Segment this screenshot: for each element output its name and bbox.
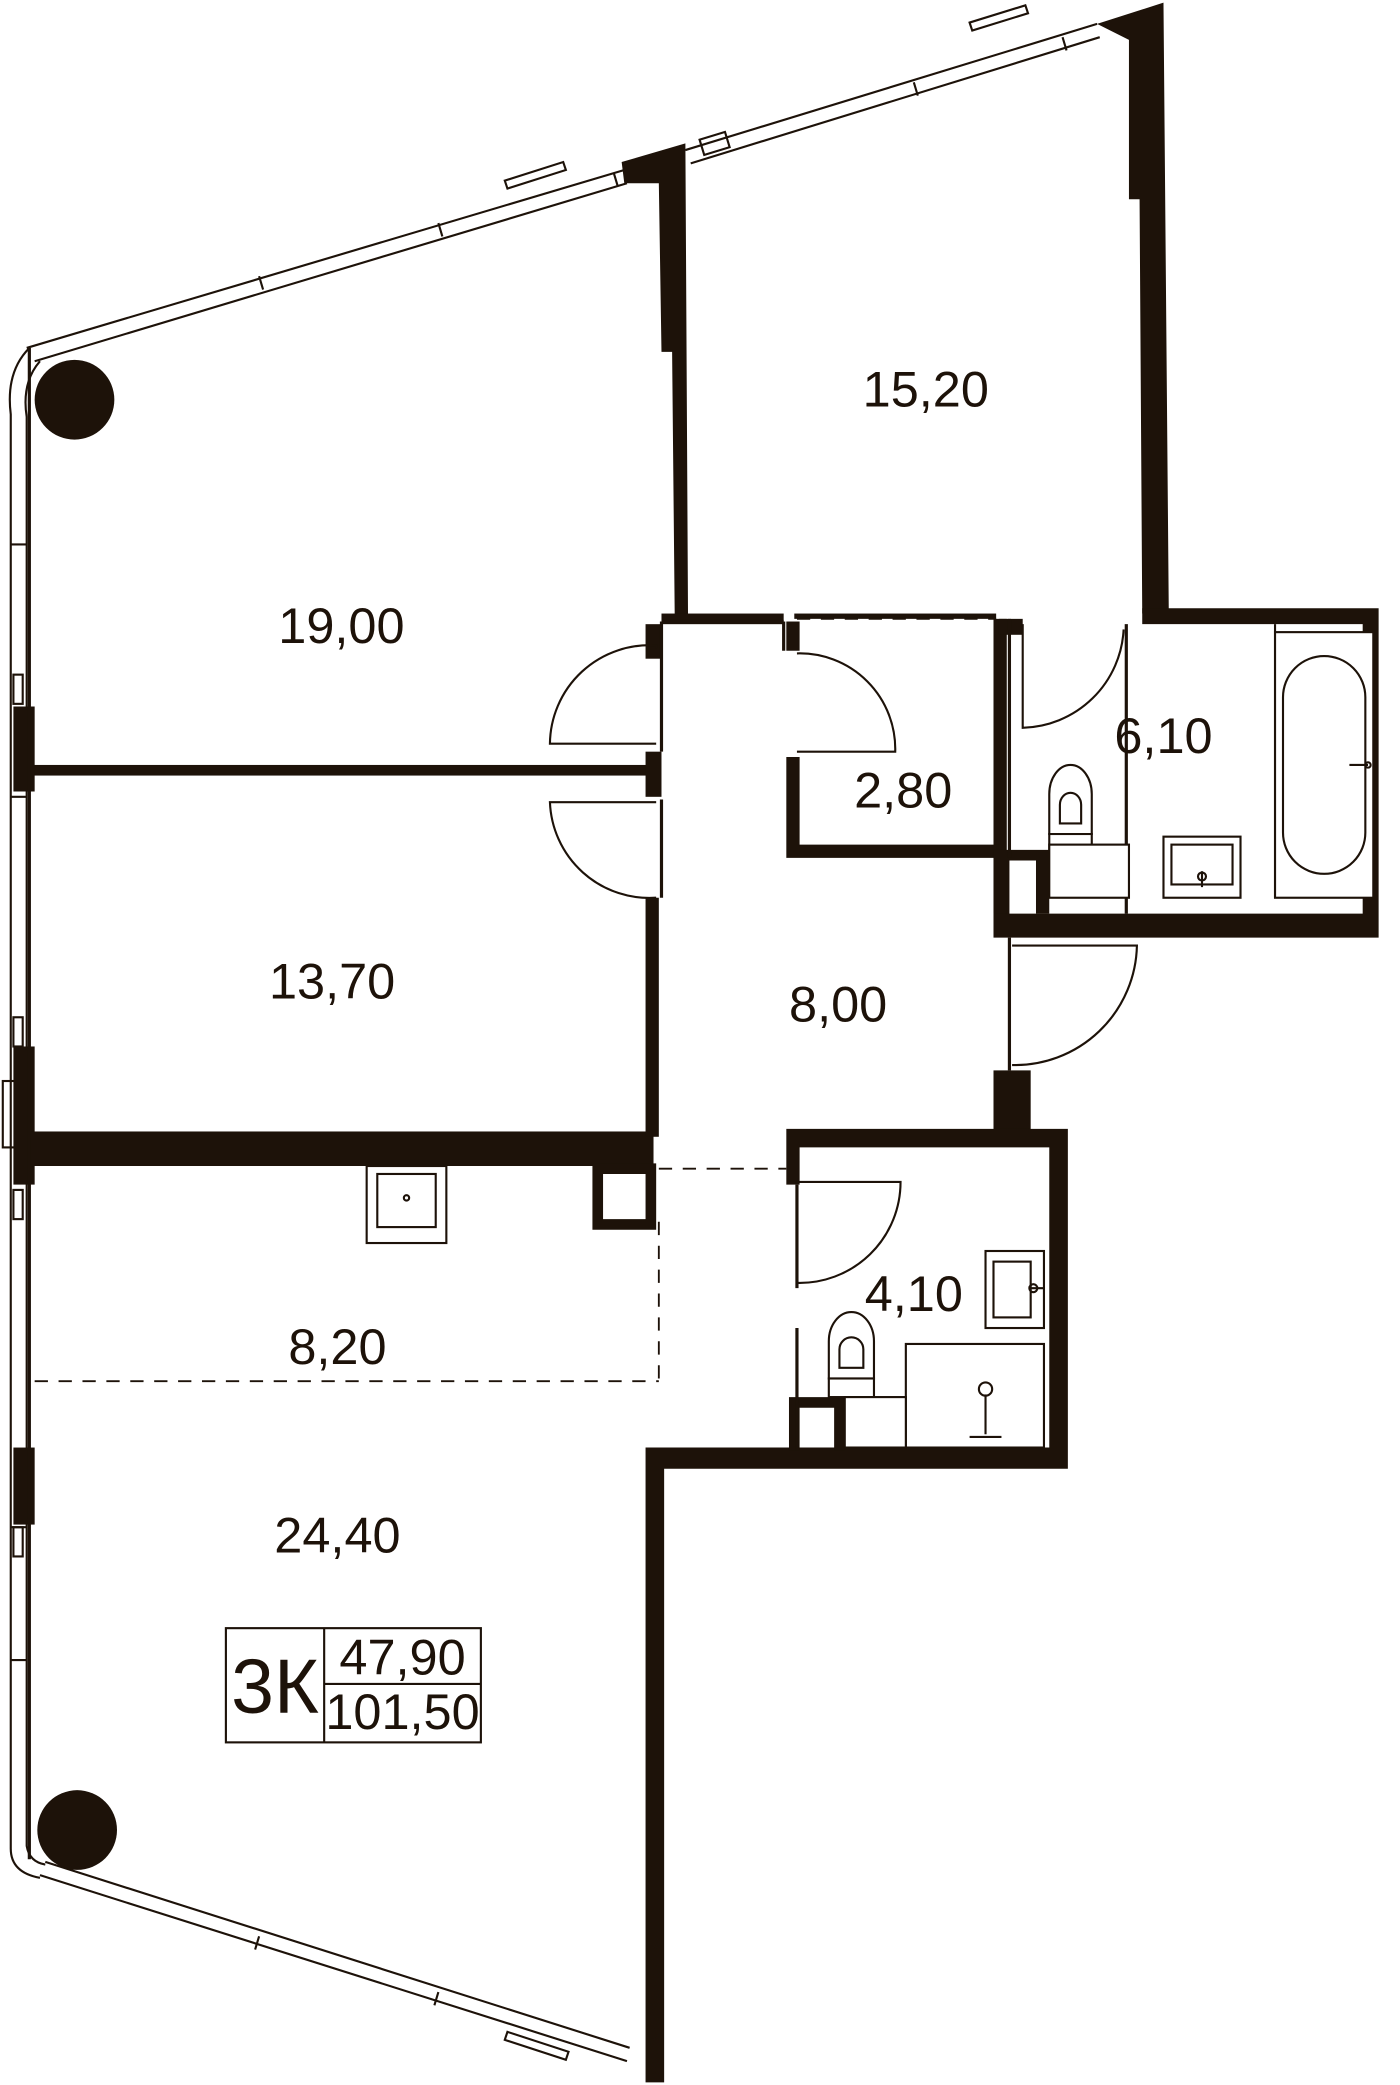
toilet-icon <box>1048 763 1093 854</box>
room-area-living-room: 24,40 <box>274 1506 400 1563</box>
bathroom-cabinet <box>1048 843 1131 899</box>
room-labels: 19,00 15,20 6,10 2,80 13,70 8,00 4,10 8,… <box>269 360 1213 1563</box>
shower-icon <box>904 1342 1046 1449</box>
wc-toilet-icon <box>827 1311 876 1399</box>
bathtub-icon <box>1273 624 1375 899</box>
living-area-value: 47,90 <box>339 1629 465 1686</box>
room-area-wc: 4,10 <box>865 1265 963 1322</box>
room-area-bedroom-1: 19,00 <box>278 597 404 654</box>
zone-lines <box>34 617 997 1383</box>
room-area-bedroom-2: 15,20 <box>863 360 989 417</box>
apartment-summary-badge: 3К 47,90 101,50 <box>224 1627 482 1744</box>
kitchen-sink-icon <box>365 1164 448 1245</box>
room-area-kitchen: 8,20 <box>288 1318 386 1375</box>
apartment-type: 3К <box>231 1644 319 1730</box>
column-bottom <box>37 1790 117 1870</box>
walls <box>13 2 1379 2083</box>
wc-cabinet <box>843 1396 907 1449</box>
room-area-bathroom: 6,10 <box>1114 707 1212 764</box>
sink-icon <box>1162 835 1242 899</box>
room-area-hall: 8,00 <box>789 975 887 1032</box>
room-area-storage: 2,80 <box>854 761 952 818</box>
top-window-band <box>26 3 1101 363</box>
bottom-window-band <box>39 1860 630 2063</box>
room-area-bedroom-3: 13,70 <box>269 953 395 1010</box>
wc-sink-icon <box>984 1249 1046 1330</box>
column-top <box>34 359 115 440</box>
partitions <box>27 347 1128 1860</box>
doors <box>548 624 1139 1284</box>
total-area-value: 101,50 <box>325 1683 479 1740</box>
